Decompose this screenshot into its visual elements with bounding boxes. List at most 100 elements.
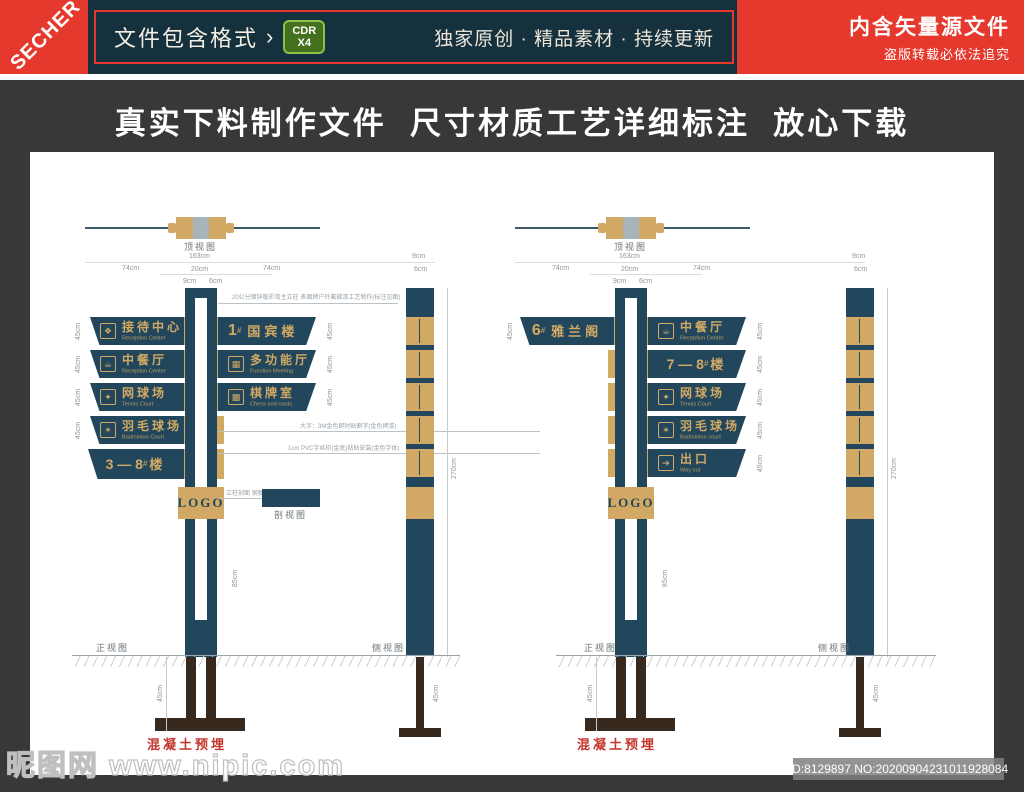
sign-panel: 6 # 雅兰阁: [520, 317, 614, 345]
logo-band: LOGO: [178, 487, 224, 519]
ground-hatch: [72, 656, 460, 667]
panel-number-sup: #: [703, 359, 709, 368]
segment: [846, 350, 874, 378]
segment: [406, 317, 434, 345]
panel-edge-line: [419, 352, 420, 376]
segment: [406, 345, 434, 350]
dim-line: [887, 288, 888, 657]
segment-logo: [406, 487, 434, 519]
panel-label-zh: 多功能厅: [250, 352, 311, 367]
section-rect: [262, 489, 320, 507]
foundation-leg: [616, 657, 626, 718]
side-foundation-base: [399, 728, 441, 737]
panel-label-en: Reception Center: [122, 368, 166, 374]
panel-label-en: Tennis Court: [122, 401, 154, 407]
dim-row: 45cm: [75, 421, 83, 440]
slogan-text: 独家原创 · 精品素材 · 持续更新: [434, 28, 714, 50]
dim-side-total: 270cm: [451, 457, 459, 480]
segment: [406, 477, 434, 487]
dim-under: 45cm: [157, 684, 165, 703]
tennis-icon: ✦: [100, 389, 116, 405]
brand-name: SECHER: [6, 0, 86, 74]
dim-row: 45cm: [757, 355, 765, 374]
leader-line: [218, 498, 262, 499]
restaurant-icon: ☕: [100, 356, 116, 372]
panel-label-en: Badminton court: [680, 434, 721, 440]
side-foundation-leg: [416, 657, 424, 728]
topview-nub-left: [168, 223, 176, 233]
exit-icon: ➔: [658, 455, 674, 471]
header-separator: [0, 74, 1024, 80]
panel-label-zh: 中餐厅: [122, 352, 168, 367]
dim-row: 45cm: [75, 322, 83, 341]
sign-panel: ☕ 中餐厅 Reception Center: [648, 317, 746, 345]
sign-panel: 3 — 8 # 楼: [88, 449, 184, 479]
dim-line: [596, 657, 597, 731]
dim-row: 45cm: [327, 322, 335, 341]
segment: [846, 449, 874, 477]
dim-rule: [85, 262, 435, 263]
header-bar: SECHER 文件包含格式 › CDR X4 独家原创 · 精品素材 · 持续更…: [0, 0, 1024, 74]
panel-edge-line: [419, 319, 420, 343]
foundation-base: [585, 718, 675, 731]
panel-label-en: Reception Center: [122, 335, 166, 341]
dim-right: 74cm: [263, 265, 281, 272]
format-box: 文件包含格式 › CDR X4 独家原创 · 精品素材 · 持续更新: [94, 10, 734, 64]
panel-label-zh: 出口: [680, 451, 711, 466]
dim-row: 45cm: [75, 388, 83, 407]
dim-sidecol-d: 6cm: [414, 266, 428, 273]
panel-edge-line: [419, 451, 420, 475]
annotation-post: 20公分镀锌板折弯主立柱 表面烤户外氟碳漆工艺制作(标注见图): [232, 295, 401, 301]
panel-number-sup: #: [540, 326, 546, 335]
vector-source-note: 内含矢量源文件: [849, 16, 1010, 39]
panel-edge-line: [419, 385, 420, 409]
sign-panel: ✦ 网球场 Tennis Court: [90, 383, 184, 411]
dim-left: 74cm: [552, 265, 570, 272]
leader-line: [218, 453, 540, 454]
segment: [846, 378, 874, 383]
logo-band: LOGO: [608, 487, 654, 519]
segment: [846, 519, 874, 655]
panel-label-zh: 网球场: [680, 385, 726, 400]
panel-edge-line: [859, 319, 860, 343]
dim-post-d: 6cm: [639, 278, 653, 285]
segment: [846, 416, 874, 444]
panel-label-zh: 楼: [149, 456, 167, 472]
dim-center: 20cm: [621, 266, 639, 273]
dim-post-w: 9cm: [613, 278, 627, 285]
side-view-column: [406, 0, 434, 792]
segment: [846, 383, 874, 411]
side-foundation-base: [839, 728, 881, 737]
sign-panel: ☕ 中餐厅 Reception Center: [90, 350, 184, 378]
segment: [846, 317, 874, 345]
panel-label-zh: 羽毛球场: [680, 418, 741, 433]
side-view-label: 侧视图: [818, 643, 852, 653]
ground-line: [72, 655, 460, 656]
dim-row: 45cm: [757, 322, 765, 341]
ground-hatch: [556, 656, 936, 667]
foundation-leg: [206, 657, 216, 718]
dim-row: 45cm: [327, 388, 335, 407]
dim-center: 20cm: [191, 266, 209, 273]
panel-label-zh: 羽毛球场: [122, 418, 183, 433]
sign-panel: ✦ 网球场 Tennis Court: [648, 383, 746, 411]
front-view-label: 正视图: [96, 643, 130, 653]
dim-post-w: 9cm: [183, 278, 197, 285]
panel-label-en: Badminton Court: [122, 434, 165, 440]
topview-nub-left: [598, 223, 606, 233]
topview-nub-right: [226, 223, 234, 233]
sign-panel: ❖ 接待中心 Reception Center: [90, 317, 184, 345]
cdr-badge-line2: X4: [297, 37, 311, 49]
sign-panel: 1 # 国宾楼: [218, 317, 316, 345]
panel-edge-line: [859, 352, 860, 376]
leader-line: [218, 303, 398, 304]
panel-number: 7 — 8: [666, 356, 704, 372]
panel-label-en: Way out: [680, 467, 701, 473]
dim-post-mid: 85cm: [662, 569, 670, 588]
dim-post-mid: 85cm: [232, 569, 240, 588]
dim-line: [447, 288, 448, 657]
annotation-pvc: 1cm PVC字丝印(金底)粘贴安装(金色字体): [288, 446, 400, 452]
sign-panel: ✶ 羽毛球场 Badminton court: [648, 416, 746, 444]
side-foundation-leg: [856, 657, 864, 728]
badminton-icon: ✶: [658, 422, 674, 438]
